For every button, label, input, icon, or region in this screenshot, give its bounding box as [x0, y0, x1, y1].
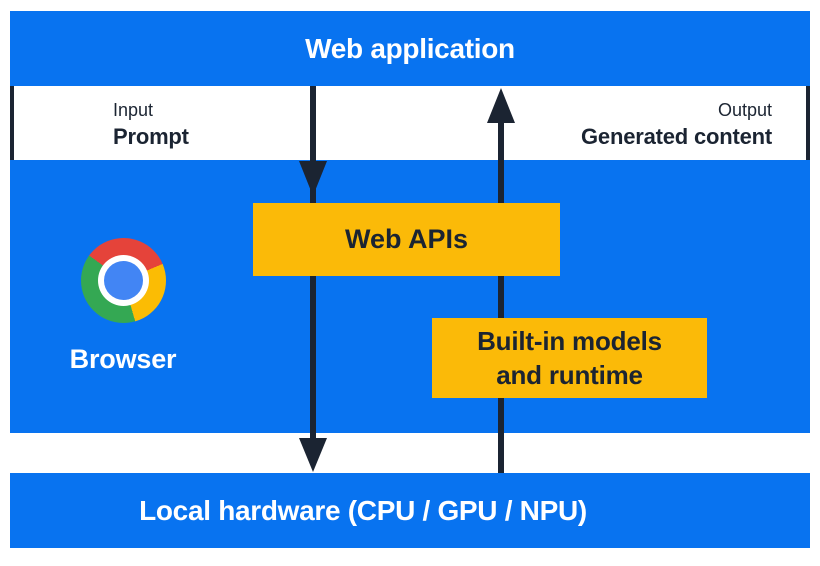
input-value: Prompt [113, 124, 189, 149]
browser-label: Browser [69, 344, 177, 374]
builtin-models-box: Built-in models and runtime [432, 318, 707, 398]
output-value: Generated content [581, 124, 772, 149]
web-apis-box: Web APIs [253, 203, 560, 276]
web-apis-label: Web APIs [344, 224, 469, 254]
builtin-models-label-line2: and runtime [496, 360, 643, 390]
local-hardware-band: Local hardware (CPU / GPU / NPU) [10, 473, 810, 548]
chrome-logo-hub [104, 261, 143, 300]
web-application-title: Web application [10, 11, 810, 86]
right-edge-connector [806, 86, 810, 160]
arrow-up-icon [487, 88, 515, 473]
left-edge-connector [10, 86, 14, 160]
arrow-down-icon [299, 86, 327, 472]
output-caption: Output [717, 100, 772, 120]
local-hardware-label: Local hardware (CPU / GPU / NPU) [139, 494, 587, 526]
chrome-logo-icon [81, 238, 166, 323]
web-application-label: Web application [305, 32, 515, 64]
input-caption: Input [113, 100, 154, 120]
builtin-models-label-line1: Built-in models [477, 326, 662, 356]
input-label-group: Input Prompt [113, 98, 189, 151]
web-application-band: Web application [10, 11, 810, 86]
local-hardware-title: Local hardware (CPU / GPU / NPU) [10, 473, 810, 548]
output-label-group: Output Generated content [581, 98, 772, 151]
